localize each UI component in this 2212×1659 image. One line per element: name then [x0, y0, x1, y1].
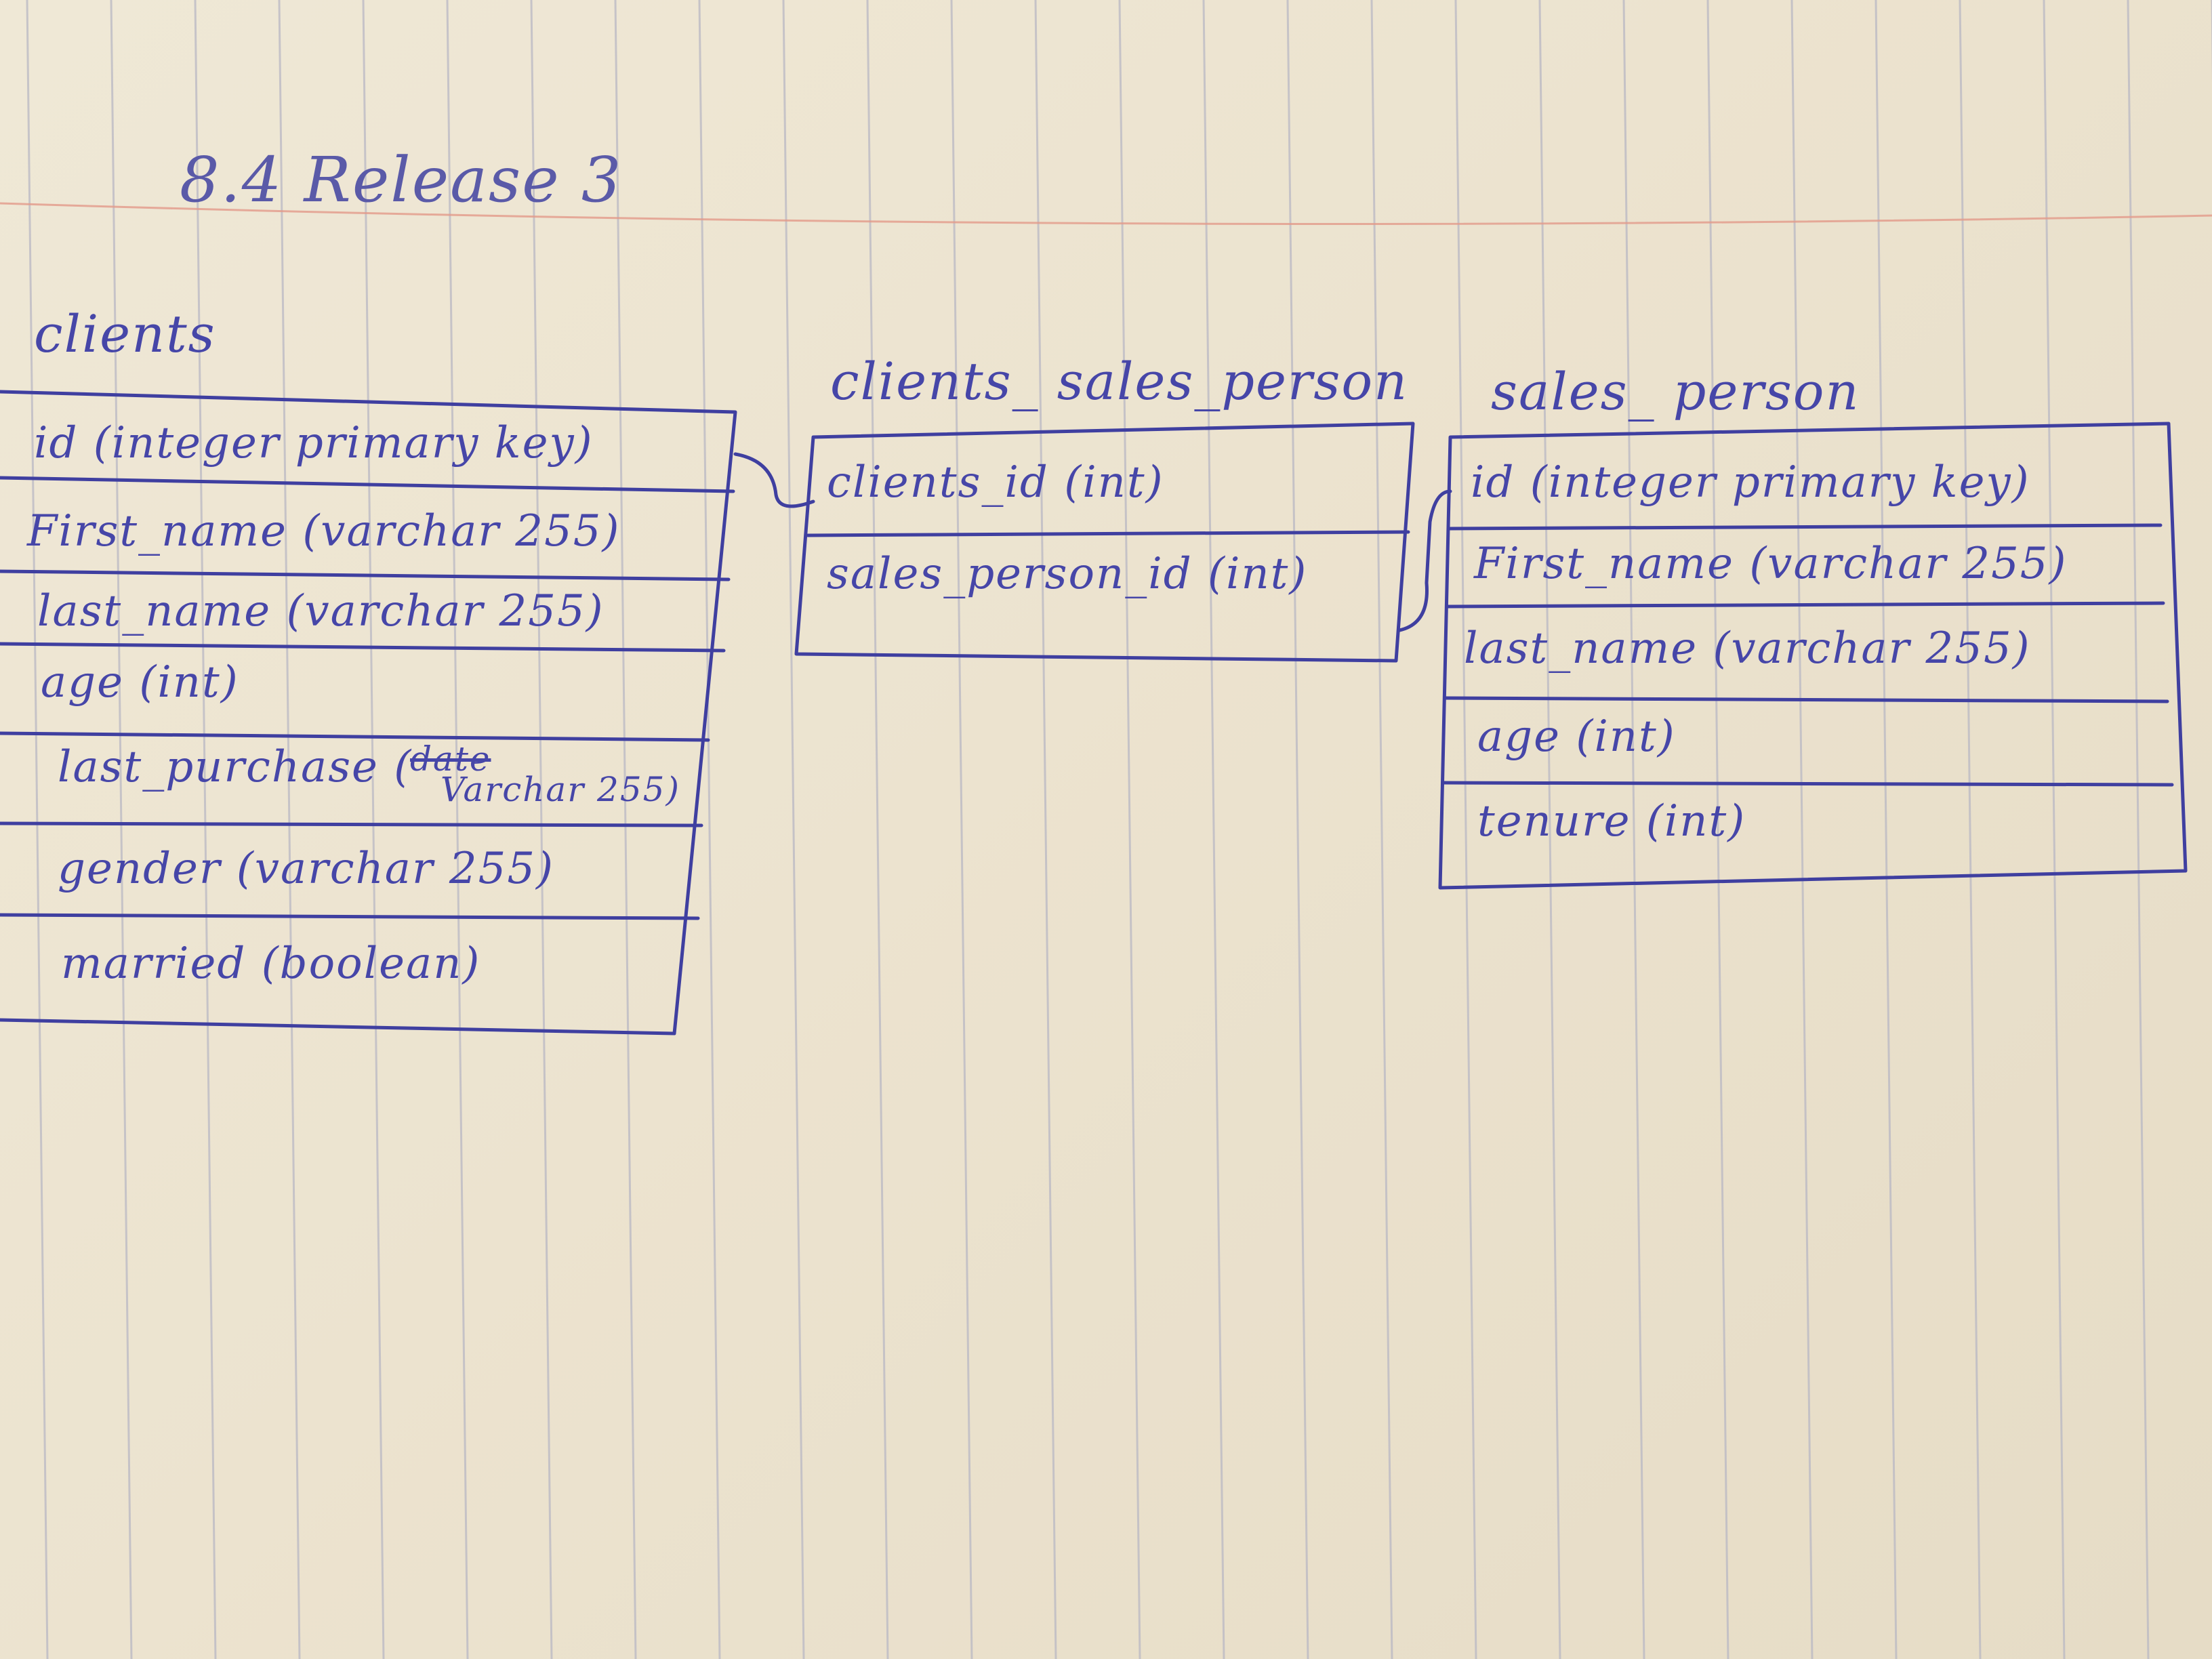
rule-line: [866, 0, 889, 1659]
clients-table-name: clients: [34, 304, 216, 364]
sales-person-field-id: id (integer primary key): [1471, 457, 2030, 508]
clients-field-last-purchase-struck: date: [410, 739, 491, 779]
sales-person-field-last-name: last_name (varchar 255): [1464, 623, 2031, 674]
clients-sales-person-table-frame: [794, 422, 1415, 663]
page-title: 8.4 Release 3: [180, 144, 623, 216]
sales-person-field-tenure: tenure (int): [1477, 796, 1746, 846]
rule-line: [194, 0, 217, 1659]
sales-person-table-frame: [1438, 422, 2188, 890]
clients-sales-person-table-name: clients_ sales_person: [830, 351, 1409, 411]
rule-line: [1034, 0, 1057, 1659]
clients-field-last-purchase: last_purchase (: [58, 742, 413, 792]
rule-line: [1875, 0, 1898, 1659]
relationship-connectors: [733, 452, 1452, 632]
rule-line: [362, 0, 385, 1659]
sales-person-table-name: sales_ person: [1491, 361, 1860, 422]
rule-line: [2043, 0, 2066, 1659]
clients-sales-person-field-clients-id: clients_id (int): [827, 457, 1164, 508]
rule-line: [446, 0, 469, 1659]
sales-person-field-age: age (int): [1477, 712, 1676, 762]
clients-field-first-name: First_name (varchar 255): [27, 506, 621, 556]
rule-line: [110, 0, 133, 1659]
clients-field-married: married (boolean): [61, 939, 481, 989]
clients-field-last-purchase-type: Varchar 255): [441, 770, 680, 809]
rule-line: [698, 0, 721, 1659]
rule-line: [950, 0, 973, 1659]
rule-line: [1370, 0, 1393, 1659]
rule-line: [1959, 0, 1982, 1659]
clients-field-id: id (integer primary key): [34, 418, 594, 468]
clients-field-age: age (int): [41, 657, 239, 708]
clients-table-frame: [0, 390, 737, 1036]
rule-line: [26, 0, 49, 1659]
rule-line: [1454, 0, 1477, 1659]
sales-person-field-first-name: First_name (varchar 255): [1474, 539, 2068, 589]
rule-line: [1622, 0, 1645, 1659]
rule-line: [1202, 0, 1225, 1659]
rule-line: [782, 0, 805, 1659]
clients-sales-person-field-sales-person-id: sales_person_id (int): [827, 549, 1308, 599]
rule-line: [1790, 0, 1814, 1659]
rule-line: [1538, 0, 1561, 1659]
rule-line: [1286, 0, 1309, 1659]
rule-line: [1118, 0, 1141, 1659]
clients-field-gender: gender (varchar 255): [58, 844, 554, 894]
rule-line: [278, 0, 301, 1659]
rule-line: [1706, 0, 1729, 1659]
clients-field-last-name: last_name (varchar 255): [37, 586, 605, 636]
rule-line: [614, 0, 637, 1659]
rule-line: [2127, 0, 2150, 1659]
rule-line: [530, 0, 553, 1659]
